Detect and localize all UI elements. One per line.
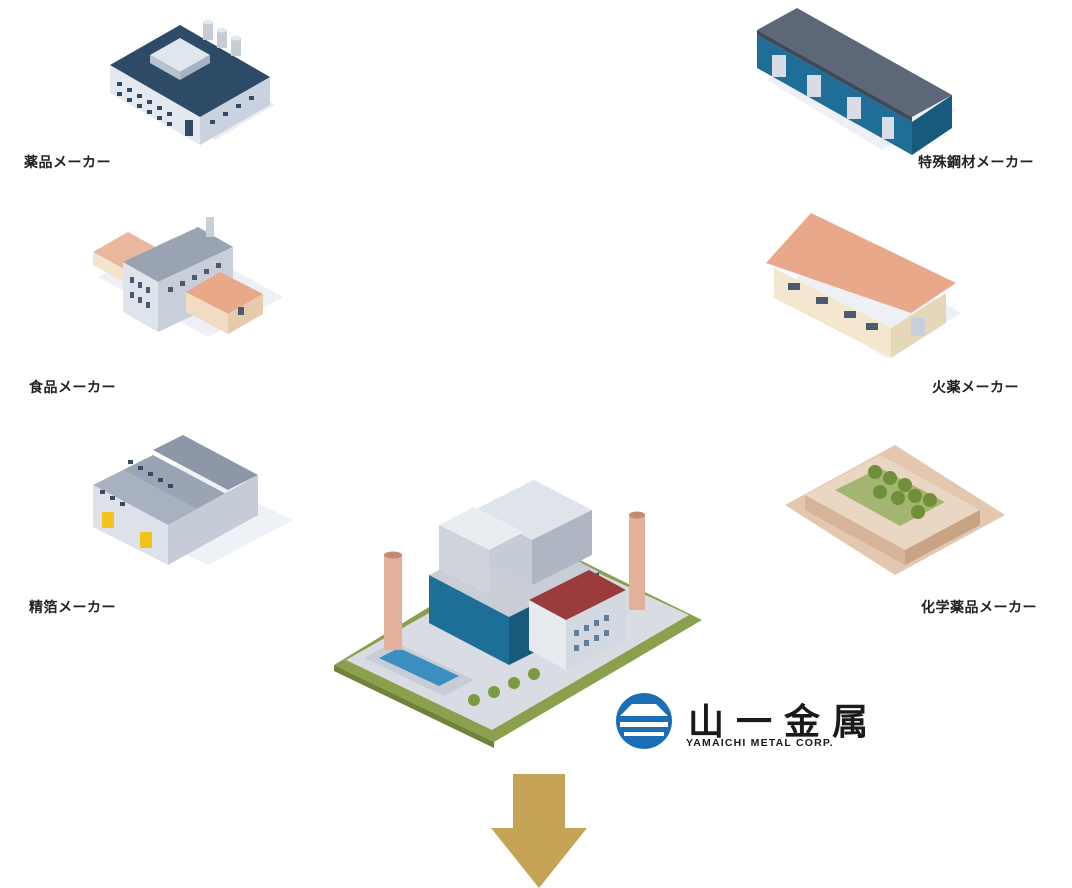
supplier-label-special-steel: 特殊鋼材メーカー xyxy=(918,155,1034,171)
supplier-label-chemical: 化学薬品メーカー xyxy=(921,600,1037,616)
foil-factory-illustration xyxy=(88,435,298,570)
supplier-label-foil: 精箔メーカー xyxy=(29,600,116,616)
explosives-factory-illustration xyxy=(766,213,966,363)
company-logo-mark xyxy=(614,690,674,752)
down-arrow-icon xyxy=(491,774,587,888)
food-factory-illustration xyxy=(88,212,288,342)
company-name-jp: 山一金属 xyxy=(688,701,881,743)
chemical-factory-illustration xyxy=(780,440,1010,580)
supplier-label-explosives: 火薬メーカー xyxy=(932,380,1019,396)
pharma-factory-illustration xyxy=(105,10,295,150)
company-name-en: YAMAICHI METAL CORP. xyxy=(686,737,834,749)
supplier-label-pharma: 薬品メーカー xyxy=(24,155,111,171)
special-steel-factory-illustration xyxy=(752,0,962,160)
supplier-label-food: 食品メーカー xyxy=(29,380,116,396)
yamaichi-plant-illustration xyxy=(334,480,704,748)
